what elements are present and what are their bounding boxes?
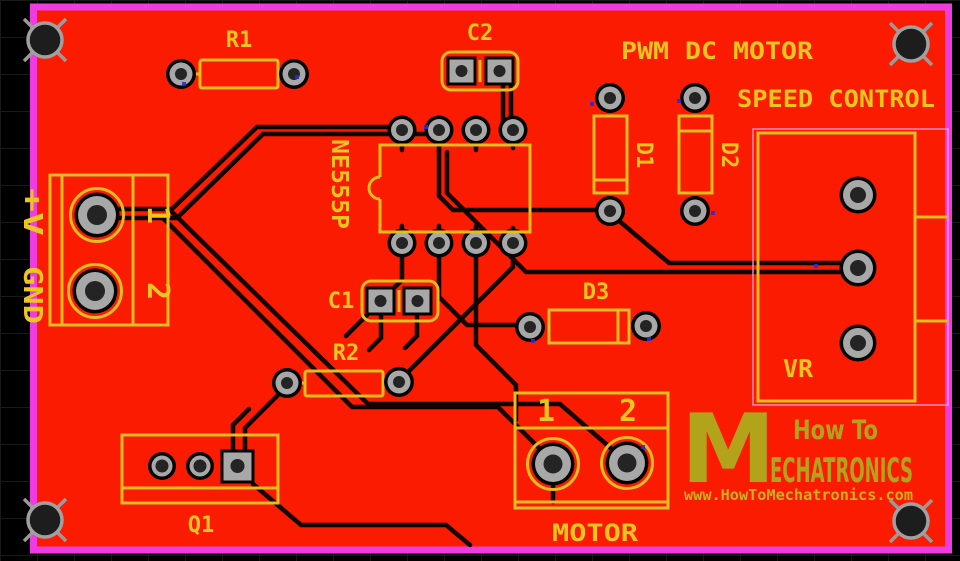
r1-label: R1 (226, 28, 253, 53)
diode-d2[interactable]: D2 (677, 83, 741, 226)
logo-url: www.HowToMechatronics.com (684, 486, 913, 504)
capacitor-c1[interactable]: C1 (328, 279, 440, 323)
mounting-hole-bottom-right[interactable] (888, 498, 934, 544)
mounting-hole-bottom-left[interactable] (22, 497, 68, 543)
r2-label: R2 (333, 341, 360, 366)
vr-pads[interactable] (839, 176, 877, 362)
logo-m-initial: M (681, 395, 776, 505)
motor-terminal[interactable]: 1 2 MOTOR (513, 391, 670, 547)
c2-pads[interactable] (446, 56, 515, 86)
d1-pads[interactable] (595, 83, 625, 226)
motor-terminal-pads[interactable] (526, 436, 654, 491)
howtomechatronics-logo: M How To ECHATRONICS www.HowToMechatroni… (681, 395, 913, 505)
title-line2: SPEED CONTROL (737, 85, 935, 113)
power-terminal-pads[interactable] (67, 187, 125, 319)
c1-pads[interactable] (365, 286, 433, 316)
diode-d3[interactable]: D3 (515, 280, 661, 345)
title-line1: PWM DC MOTOR (621, 37, 814, 65)
mounting-hole-top-left[interactable] (22, 17, 68, 63)
logo-how-to: How To (793, 415, 878, 446)
capacitor-c2[interactable]: C2 (440, 21, 520, 92)
d2-label: D2 (716, 142, 741, 169)
motor-label: MOTOR (552, 519, 639, 547)
silkscreen-title: PWM DC MOTOR SPEED CONTROL (621, 37, 935, 113)
terminal-pin2-label: 2 (140, 282, 175, 300)
c1-label: C1 (328, 289, 355, 314)
resistor-r2[interactable]: R2 (272, 341, 414, 398)
vr-docu-outline (752, 128, 949, 406)
r1-pads[interactable] (166, 59, 309, 89)
power-terminal[interactable]: +V GND 1 2 (17, 173, 175, 327)
ic-ne555p[interactable]: NE555P (326, 115, 532, 258)
plus-v-label: +V (17, 188, 47, 236)
d3-label: D3 (583, 280, 610, 305)
r2-pads[interactable] (272, 367, 414, 398)
motor-pin2-label: 2 (619, 394, 637, 429)
motor-pin1-label: 1 (537, 394, 555, 429)
d2-pads[interactable] (680, 83, 710, 226)
c2-label: C2 (467, 21, 494, 46)
vr-label: VR (783, 354, 814, 383)
q1-pads[interactable] (148, 449, 255, 484)
d1-label: D1 (631, 142, 656, 169)
potentiometer-vr[interactable]: VR (752, 128, 949, 406)
terminal-pin1-label: 1 (140, 206, 175, 224)
ic-pads[interactable] (387, 115, 528, 258)
via-markers (182, 75, 818, 449)
transistor-q1[interactable]: Q1 (120, 433, 280, 538)
resistor-r1[interactable]: R1 (166, 28, 309, 90)
diode-d1[interactable]: D1 (592, 83, 656, 226)
logo-echatronics: ECHATRONICS (770, 451, 913, 491)
mounting-hole-top-right[interactable] (888, 21, 934, 67)
d3-pads[interactable] (515, 311, 661, 342)
q1-label: Q1 (188, 513, 215, 538)
board-outline[interactable] (30, 3, 952, 554)
ic-label: NE555P (326, 139, 352, 229)
copper-traces[interactable] (107, 81, 845, 548)
gnd-label: GND (17, 266, 47, 324)
